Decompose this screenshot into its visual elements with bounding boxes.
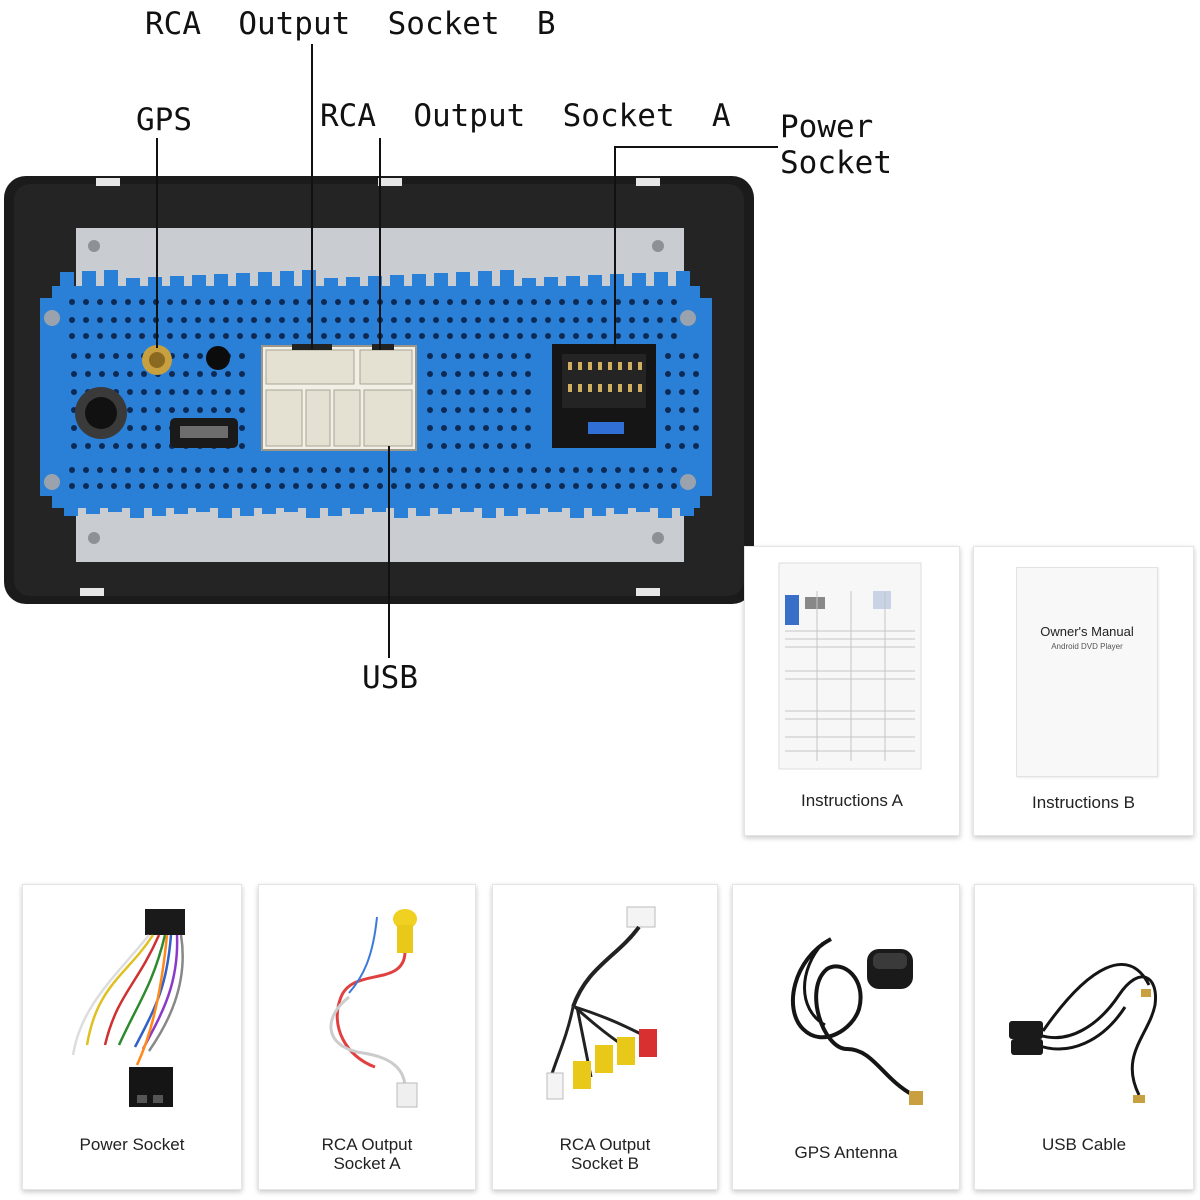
leader-usb (388, 446, 390, 658)
usb-cable-image (1009, 962, 1158, 1103)
label-rca-output-socket-b: RCA Output Socket B (145, 6, 556, 42)
gps-connector (142, 345, 172, 375)
rca-b-harness-image (546, 906, 657, 1100)
label-rca-output-socket-a: RCA Output Socket A (320, 98, 731, 134)
label-power-line2: Socket (780, 145, 892, 181)
caption-rca-b-line1: RCA Output (559, 1135, 651, 1154)
label-usb: USB (362, 660, 418, 696)
rca-usb-socket-block (261, 344, 417, 451)
leader-rca-a (379, 138, 381, 350)
caption-rca-a-line1: RCA Output (321, 1135, 413, 1154)
card-instructions-b: Owner's Manual Android DVD Player Instru… (973, 546, 1194, 836)
card-rca-output-socket-b: RCA Output Socket B (492, 884, 718, 1190)
round-port (75, 387, 127, 439)
leader-power-v (614, 146, 616, 350)
card-power-socket: Power Socket (22, 884, 242, 1190)
card-gps-antenna: GPS Antenna (732, 884, 960, 1190)
mic-hole (206, 346, 230, 370)
instructions-a-sheet (778, 562, 922, 770)
leader-gps (156, 138, 158, 348)
caption-rca-b-line2: Socket B (570, 1154, 640, 1173)
owners-manual-booklet: Owner's Manual Android DVD Player (1016, 567, 1158, 777)
rca-a-harness-image (329, 909, 418, 1108)
caption-rca-a-line2: Socket A (333, 1154, 401, 1173)
hdmi-port (170, 418, 238, 448)
leader-rca-b (311, 44, 313, 349)
label-gps: GPS (136, 102, 192, 138)
gps-antenna-image (790, 937, 923, 1105)
manual-subtitle: Android DVD Player (1051, 642, 1123, 651)
card-instructions-a: Instructions A (744, 546, 960, 836)
manual-title: Owner's Manual (1040, 624, 1134, 639)
power-connector (552, 344, 656, 448)
card-rca-output-socket-a: RCA Output Socket A (258, 884, 476, 1190)
power-harness-image (71, 909, 185, 1107)
caption-instructions-a: Instructions A (800, 791, 904, 810)
label-power-line1: Power (780, 109, 874, 145)
caption-instructions-b: Instructions B (1032, 793, 1135, 812)
card-usb-cable: USB Cable (974, 884, 1194, 1190)
caption-power-socket: Power Socket (79, 1135, 185, 1154)
head-unit-rear-panel (4, 176, 754, 604)
caption-usb-cable: USB Cable (1041, 1135, 1127, 1154)
leader-power-h (614, 146, 778, 148)
caption-gps-antenna: GPS Antenna (794, 1143, 898, 1162)
